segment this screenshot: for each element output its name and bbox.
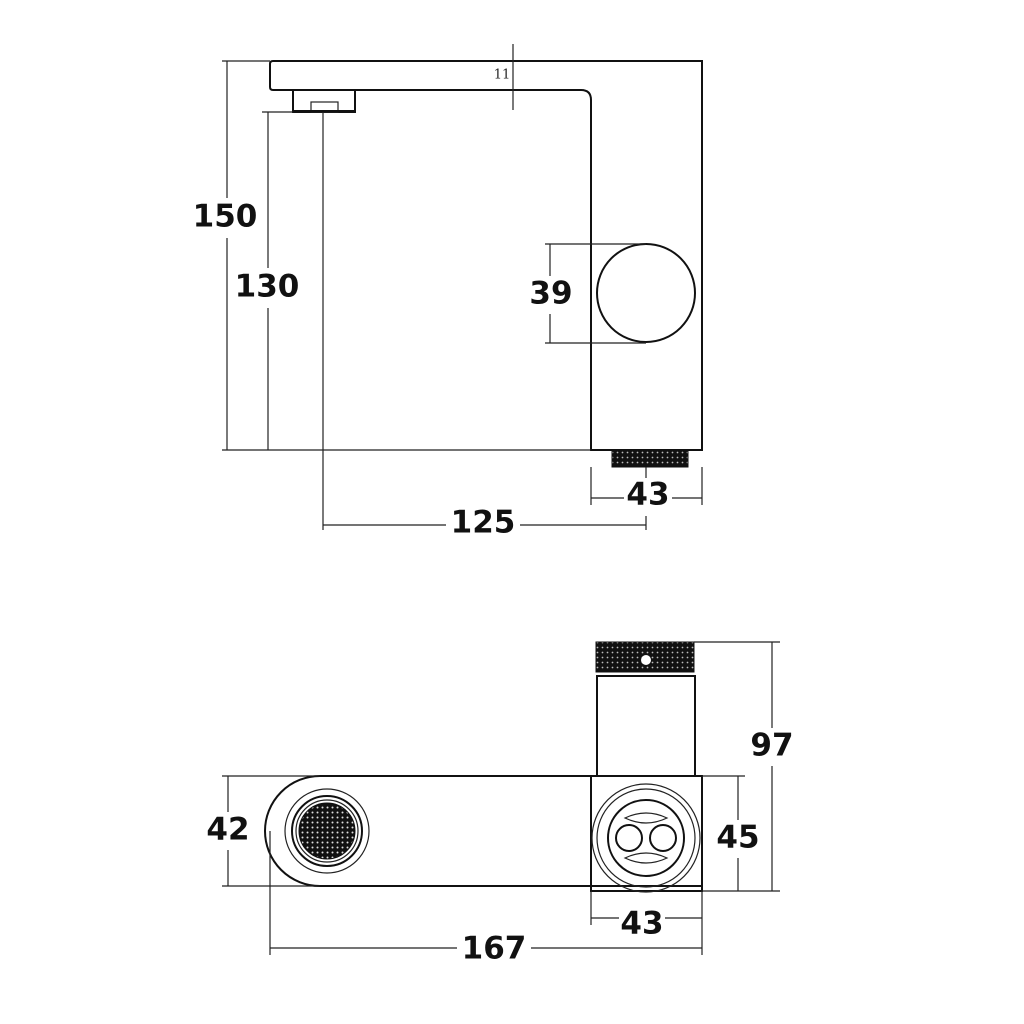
handle-stem <box>596 675 696 777</box>
dim-body-depth: 42 <box>206 812 249 848</box>
handle-circle <box>596 243 696 343</box>
dim-spout-thickness: 11 <box>494 68 511 83</box>
dim-overall-depth: 97 <box>750 728 793 764</box>
top-view: 42 45 97 43 167 <box>205 641 795 970</box>
dim-body-width: 43 <box>626 477 669 513</box>
aerator <box>292 89 356 113</box>
aerator-top <box>284 788 370 874</box>
dim-overall-length: 167 <box>462 931 527 967</box>
dimension-lines-top <box>222 641 780 955</box>
spout-top-outline <box>264 775 703 887</box>
handle-cartridge <box>591 783 701 893</box>
faucet-body-outline <box>269 60 703 451</box>
dim-handle-width: 43 <box>620 906 663 942</box>
dim-spout-reach: 125 <box>451 505 516 541</box>
knurled-base <box>611 449 689 468</box>
dim-handle-block: 45 <box>716 820 759 856</box>
dim-spout-height: 130 <box>235 269 300 305</box>
dim-total-height: 150 <box>193 199 258 235</box>
dim-handle-diameter: 39 <box>529 276 572 312</box>
side-view: 150 130 11 39 43 125 <box>193 44 703 544</box>
